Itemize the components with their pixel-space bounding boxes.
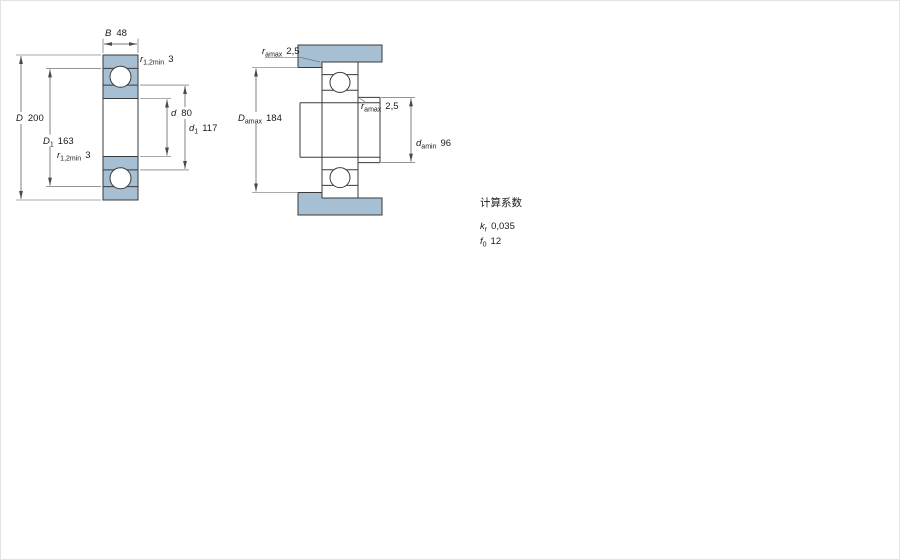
label-bg (169, 107, 199, 119)
shaft-section (299, 96, 381, 164)
label-bg (14, 112, 48, 124)
dimension-lines (254, 68, 413, 192)
extension-lines (252, 67, 415, 193)
calculation-factors-title: 计算系数 (480, 196, 522, 209)
leader-ra-mid (359, 98, 366, 102)
ball-top (109, 65, 132, 88)
ball-bottom (329, 167, 351, 189)
label-bg (41, 134, 81, 147)
ball-top (329, 71, 351, 93)
dimension-lines (19, 42, 187, 199)
ball-bottom (109, 167, 132, 190)
leader-ra-top (265, 57, 321, 63)
extension-lines (16, 38, 189, 201)
label-bg (235, 112, 296, 124)
